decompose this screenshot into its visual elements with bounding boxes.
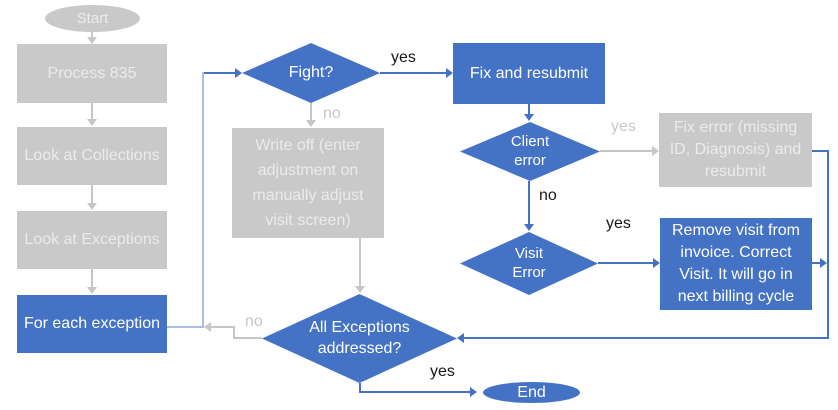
node-write-off: Write off (enter adjustment on manually …	[232, 128, 384, 238]
edge-label-all-no: no	[245, 313, 263, 330]
node-process-835: Process 835	[17, 44, 167, 103]
arrowhead-left-icon	[204, 322, 211, 332]
arrowhead-down-icon	[87, 37, 97, 44]
node-client-error-label: Client error	[510, 132, 550, 169]
edge-label-fight-no: no	[323, 105, 341, 122]
node-end: End	[483, 382, 580, 403]
connector-foreach-fight	[204, 72, 236, 74]
edge-label-fight-yes: yes	[391, 49, 416, 66]
node-visit-error-decision: Visit Error	[460, 232, 598, 295]
arrowhead-right-icon	[653, 258, 660, 268]
connector-clienterror-fixerror	[600, 150, 652, 152]
connector-collections-exceptions	[91, 185, 93, 204]
node-look-at-exceptions: Look at Exceptions	[17, 211, 167, 269]
connector-alladdressed-end	[359, 391, 471, 393]
connector-foreach-fight	[202, 72, 204, 328]
arrowhead-down-icon	[524, 114, 534, 121]
node-for-each-exception: For each exception	[17, 295, 167, 353]
arrowhead-down-icon	[87, 119, 97, 126]
connector-fixerror-alladdressed	[812, 150, 829, 152]
node-look-at-exceptions-label: Look at Exceptions	[24, 231, 160, 248]
connector-removevisit-join	[812, 262, 821, 264]
connector-fight-fixresubmit	[380, 72, 446, 74]
connector-fixerror-alladdressed	[464, 337, 829, 339]
node-all-exceptions-addressed-label: All Exceptions addressed?	[309, 318, 410, 357]
arrowhead-right-icon	[470, 387, 477, 397]
node-all-exceptions-addressed-decision: All Exceptions addressed?	[262, 294, 457, 383]
arrowhead-right-icon	[652, 146, 659, 156]
connector-all-no-return	[210, 326, 235, 328]
node-fix-and-resubmit-label: Fix and resubmit	[469, 64, 589, 82]
connector-writeoff-alladdressed	[359, 238, 361, 287]
node-process-835-label: Process 835	[47, 64, 137, 82]
arrowhead-down-icon	[87, 287, 97, 294]
connector-clienterror-visiterror	[528, 181, 530, 225]
connector-process-collections	[91, 103, 93, 120]
connector-all-no-return	[233, 337, 262, 339]
arrowhead-left-icon	[457, 333, 464, 343]
connector-exceptions-foreach	[91, 269, 93, 288]
connector-all-no-return	[233, 326, 235, 339]
connector-alladdressed-end	[359, 383, 361, 393]
node-start: Start	[45, 5, 140, 32]
connector-start-process	[91, 31, 93, 38]
arrowhead-down-icon	[355, 286, 365, 293]
arrowhead-right-icon	[820, 258, 827, 268]
arrowhead-down-icon	[306, 120, 316, 127]
node-remove-visit-label: Remove visit from invoice. Correct Visit…	[671, 222, 801, 305]
node-end-label: End	[517, 383, 546, 401]
arrowhead-right-icon	[446, 68, 453, 78]
connector-fixerror-alladdressed	[827, 150, 829, 339]
connector-foreach-fight	[167, 326, 204, 328]
connector-fight-writeoff	[310, 103, 312, 121]
node-fix-and-resubmit: Fix and resubmit	[453, 43, 605, 104]
connector-fixresubmit-clienterror	[528, 104, 530, 115]
node-fix-error-resubmit: Fix error (missing ID, Diagnosis) and re…	[659, 113, 812, 187]
node-look-at-collections: Look at Collections	[17, 127, 167, 185]
node-start-label: Start	[76, 10, 109, 27]
node-fight-decision-label: Fight?	[288, 64, 334, 81]
node-write-off-label: Write off (enter adjustment on manually …	[252, 137, 364, 229]
arrowhead-down-icon	[524, 224, 534, 231]
node-client-error-decision: Client error	[460, 122, 600, 181]
arrowhead-right-icon	[235, 68, 242, 78]
edge-label-client-no: no	[539, 187, 557, 204]
edge-label-client-yes: yes	[611, 118, 636, 135]
node-remove-visit: Remove visit from invoice. Correct Visit…	[660, 218, 812, 310]
node-fight-decision: Fight?	[242, 43, 380, 103]
connector-visiterror-removevisit	[598, 262, 653, 264]
arrowhead-down-icon	[87, 203, 97, 210]
node-visit-error-label: Visit Error	[512, 244, 546, 281]
node-look-at-collections-label: Look at Collections	[24, 147, 160, 164]
node-for-each-exception-label: For each exception	[23, 315, 161, 332]
node-fix-error-resubmit-label: Fix error (missing ID, Diagnosis) and re…	[669, 119, 802, 180]
edge-label-visit-yes: yes	[606, 215, 631, 232]
edge-label-all-yes: yes	[430, 363, 455, 380]
